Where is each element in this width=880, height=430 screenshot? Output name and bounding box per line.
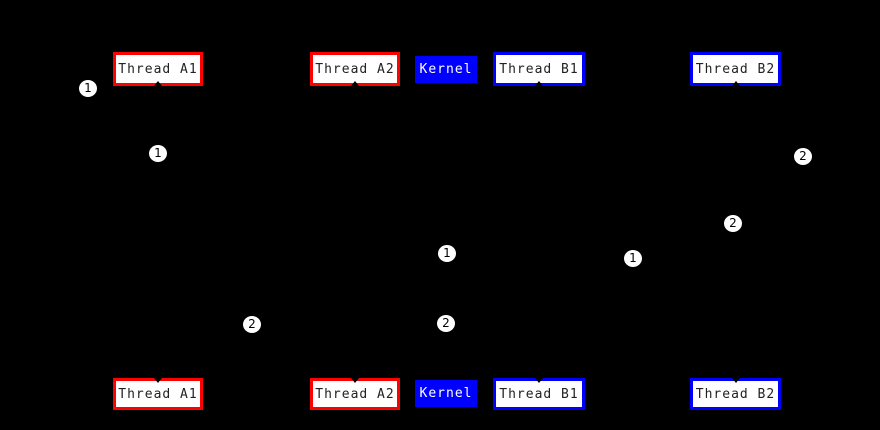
step-marker-circle: 1 [149, 144, 167, 162]
lifeline-arrow-notch [351, 378, 359, 383]
entity-label-thread-b1-bottom: Thread B1 [499, 386, 579, 402]
step-marker-circle: 2 [724, 214, 742, 232]
entity-box-thread-b2-bottom: Thread B2 [690, 378, 781, 410]
entity-box-thread-a1-bottom: Thread A1 [113, 378, 203, 410]
lifeline-arrow-notch [731, 378, 740, 383]
entity-label-kernel-bottom: Kernel [419, 386, 473, 401]
entity-box-kernel-top: Kernel [415, 56, 477, 83]
entity-label-thread-a2-top: Thread A2 [315, 61, 395, 77]
lifeline-arrow-notch [535, 81, 543, 86]
step-marker-circle: 2 [437, 314, 455, 332]
entity-box-thread-b1-top: Thread B1 [493, 52, 585, 86]
lifeline-arrow-notch [351, 81, 359, 86]
entity-label-thread-b2-top: Thread B2 [695, 61, 776, 77]
entity-label-kernel-top: Kernel [419, 62, 473, 77]
lifeline-arrow-notch [731, 81, 740, 86]
entity-label-thread-b1-top: Thread B1 [499, 61, 579, 77]
lifeline-arrow-notch [154, 81, 162, 86]
entity-box-kernel-bottom: Kernel [415, 380, 477, 407]
entity-label-thread-a1-top: Thread A1 [118, 61, 198, 77]
entity-label-thread-b2-bottom: Thread B2 [695, 386, 776, 402]
entity-label-thread-a2-bottom: Thread A2 [315, 386, 395, 402]
entity-box-thread-a1-top: Thread A1 [113, 52, 203, 86]
step-marker-circle: 1 [624, 249, 642, 267]
step-marker-circle: 2 [794, 147, 812, 165]
entity-box-thread-b1-bottom: Thread B1 [493, 378, 585, 410]
step-marker-circle: 1 [79, 79, 97, 97]
entity-box-thread-a2-top: Thread A2 [310, 52, 400, 86]
entity-box-thread-b2-top: Thread B2 [690, 52, 781, 86]
entity-box-thread-a2-bottom: Thread A2 [310, 378, 400, 410]
entity-label-thread-a1-bottom: Thread A1 [118, 386, 198, 402]
step-marker-circle: 2 [243, 315, 261, 333]
lifeline-arrow-notch [535, 378, 543, 383]
lifeline-arrow-notch [154, 378, 162, 383]
step-marker-circle: 1 [438, 244, 456, 262]
